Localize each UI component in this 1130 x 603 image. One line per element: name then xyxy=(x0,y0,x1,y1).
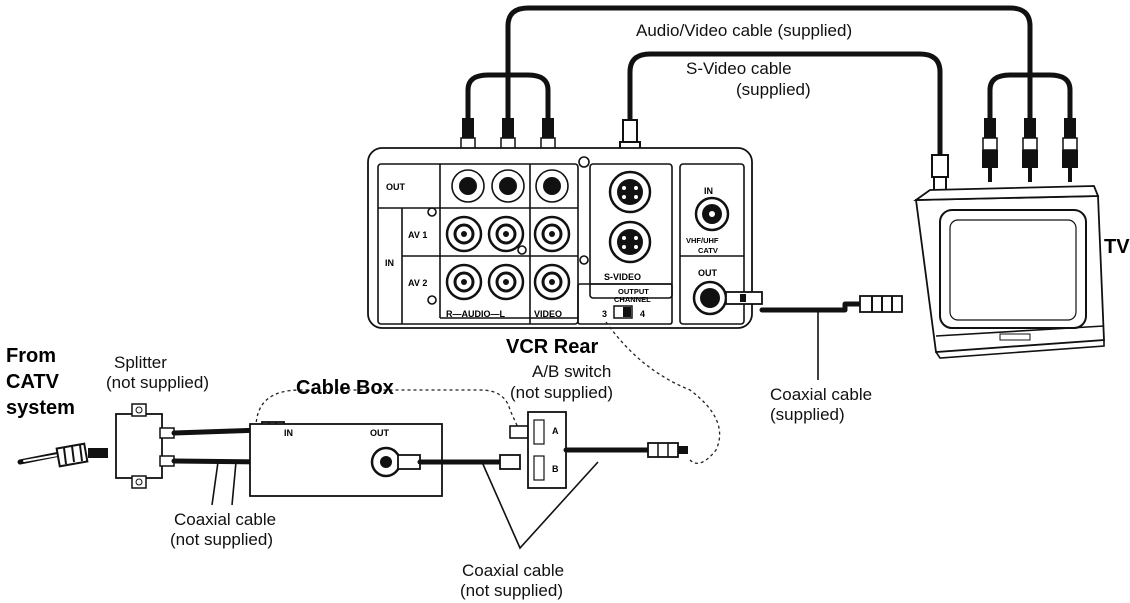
coax-ab-switch-to-vcr xyxy=(563,442,688,458)
cable-box-control-dashed-line xyxy=(255,389,521,433)
coax-vcr-to-tv xyxy=(725,291,903,380)
ab-switch-a-label: A xyxy=(552,426,559,436)
av-out-jacks xyxy=(451,169,569,203)
audio-label: R—AUDIO—L xyxy=(446,309,505,319)
vcr-rear-label: VCR Rear xyxy=(506,336,598,358)
ab-switch: A B xyxy=(527,411,567,489)
splitter-label: Splitter xyxy=(114,353,167,372)
ab-switch-a-plug xyxy=(509,425,529,439)
coax-not-supplied-left-label: Coaxial cable xyxy=(174,510,276,529)
pointer-coax-left xyxy=(211,461,219,506)
audio-video-cable xyxy=(465,5,1073,121)
coax-supplied-sub-label: (supplied) xyxy=(770,405,845,424)
av-out-label: OUT xyxy=(386,182,406,192)
coax-supplied-label: Coaxial cable xyxy=(770,385,872,404)
av1-label: AV 1 xyxy=(408,230,427,240)
pointer-coax-left-2 xyxy=(231,461,237,506)
cable-box-out-label: OUT xyxy=(370,428,390,438)
rf-in-label: IN xyxy=(704,186,713,196)
vhf-uhf-label: VHF/UHF xyxy=(686,236,719,245)
channel-3-label: 3 xyxy=(602,309,607,319)
av2-jacks xyxy=(445,263,571,301)
pointer-coax-bottom xyxy=(481,461,599,550)
coax-cable-box-to-ab-switch xyxy=(397,430,531,470)
splitter-not-supplied-label: (not supplied) xyxy=(106,373,209,392)
rf-out-label: OUT xyxy=(698,268,718,278)
coax-not-supplied-left-sub-label: (not supplied) xyxy=(170,530,273,549)
channel-4-label: 4 xyxy=(640,309,645,319)
channel-switch-dashed-line xyxy=(605,321,721,464)
from-label: From xyxy=(6,345,56,367)
s-video-jacks xyxy=(608,170,652,264)
output-label: OUTPUT xyxy=(618,287,649,296)
av2-label: AV 2 xyxy=(408,278,427,288)
vcr-rear-panel: OUT IN AV 1 AV 2 R—AUDIO—L VIDEO S-VIDEO… xyxy=(367,147,753,329)
coax-not-supplied-bottom-label: Coaxial cable xyxy=(462,561,564,580)
catv-input-cable xyxy=(17,442,108,468)
catv-label: CATV xyxy=(6,371,60,393)
coax-not-supplied-bottom-sub-label: (not supplied) xyxy=(460,581,563,600)
s-video-cable-label: S-Video cable xyxy=(686,59,792,78)
av1-jacks xyxy=(445,215,571,253)
s-video-label: S-VIDEO xyxy=(604,272,641,282)
rf-out-jack xyxy=(692,280,728,316)
tv-label: TV xyxy=(1104,236,1130,258)
system-label: system xyxy=(6,397,75,419)
splitter xyxy=(115,403,175,489)
rca-plugs-tv xyxy=(982,118,1078,182)
av-cable-label: Audio/Video cable (supplied) xyxy=(636,21,852,40)
catv-label: CATV xyxy=(698,246,718,255)
video-label: VIDEO xyxy=(534,309,562,319)
output-channel-switch xyxy=(613,305,633,319)
rf-in-jack xyxy=(694,196,730,232)
channel-label: CHANNEL xyxy=(614,295,651,304)
tv-set xyxy=(913,185,1105,359)
s-video-cable-supplied-label: (supplied) xyxy=(736,80,811,99)
ab-switch-label: A/B switch xyxy=(532,362,611,381)
av-in-label: IN xyxy=(385,258,394,268)
ab-switch-not-supplied-label: (not supplied) xyxy=(510,383,613,402)
cable-box-label: Cable Box xyxy=(296,377,394,399)
ab-switch-b-label: B xyxy=(552,464,559,474)
s-video-cable xyxy=(627,51,943,158)
cable-box-in-label: IN xyxy=(284,428,293,438)
